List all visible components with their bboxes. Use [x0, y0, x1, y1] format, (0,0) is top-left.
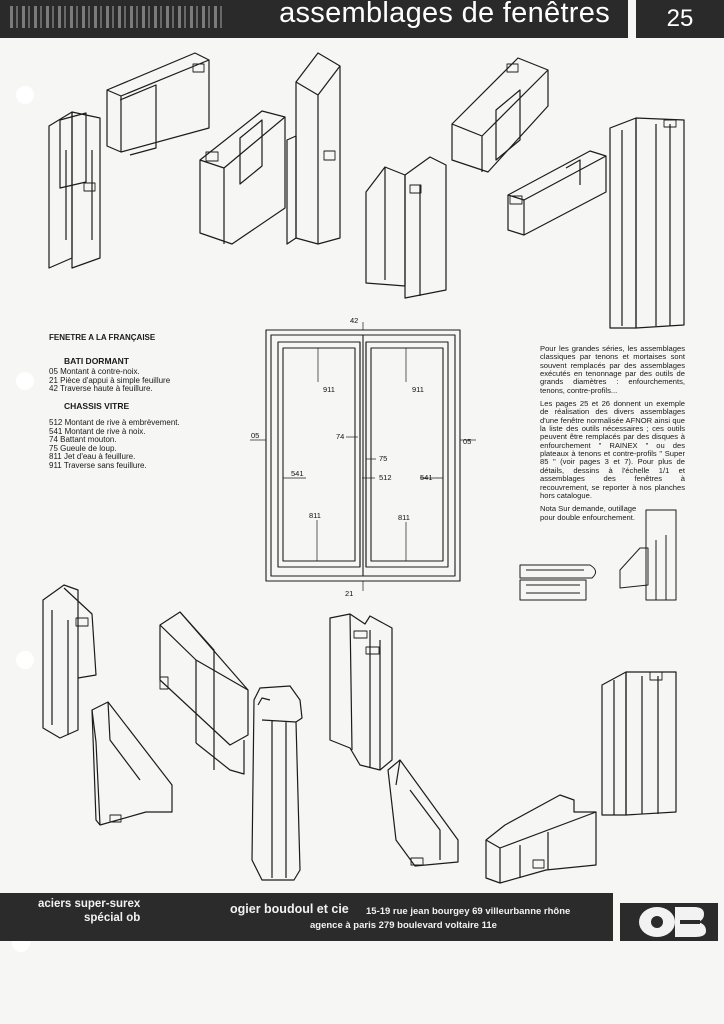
legend-item: 05 Montant à contre-noix. — [49, 367, 140, 376]
label-42: 42 — [350, 316, 358, 325]
binder-hole — [16, 86, 34, 104]
page-title: assemblages de fenêtres — [279, 0, 610, 29]
description-paragraph: Pour les grandes séries, les assemblages… — [540, 344, 685, 395]
footer-address: 15-19 rue jean bourgey 69 villeurbanne r… — [366, 906, 571, 917]
joint-drawing-8 — [485, 671, 677, 884]
footer-bar: aciers super-surex spécial ob ogier boud… — [0, 893, 613, 941]
label-811-left: 811 — [309, 511, 321, 520]
label-74: 74 — [336, 432, 344, 441]
footer-product-line: aciers super-surex — [38, 898, 141, 910]
legend-heading-bati: BATI DORMANT — [64, 355, 129, 366]
label-911-left: 911 — [323, 385, 335, 394]
legend-item: 21 Pièce d'appui à simple feuillure — [49, 375, 171, 385]
legend-item: 541 Montant de rive à noix. — [49, 426, 146, 436]
header-bar: assemblages de fenêtres — [0, 0, 628, 38]
label-541-left: 541 — [291, 469, 304, 478]
joint-drawing-3 — [365, 57, 549, 299]
joint-drawing-4 — [507, 117, 685, 329]
part-legend: FENETRE A LA FRANÇAISE BATI DORMANT 05 M… — [49, 333, 199, 470]
label-21: 21 — [345, 589, 353, 598]
header-texture — [10, 6, 225, 28]
footer-company: ogier boudoul et cie — [230, 902, 349, 916]
legend-item: 75 Gueule de loup. — [49, 443, 117, 453]
label-05-right: 05 — [463, 437, 471, 446]
label-512: 512 — [379, 473, 392, 482]
legend-item: 512 Montant de rive à embrèvement. — [49, 418, 180, 427]
description-note: Nota Sur demande, outillage pour double … — [540, 504, 637, 522]
page-number: 25 — [636, 0, 724, 38]
legend-heading-chassis: CHASSIS VITRE — [64, 400, 130, 411]
label-05-left: 05 — [251, 431, 259, 440]
joint-drawing-7 — [329, 613, 459, 867]
legend-item: 42 Traverse haute à feuillure. — [49, 384, 153, 393]
description-text: Pour les grandes séries, les assemblages… — [540, 344, 685, 527]
joint-drawing-5 — [42, 584, 173, 826]
footer-product-sub: spécial ob — [84, 912, 141, 924]
label-911-right: 911 — [412, 385, 424, 394]
diagram-labels: 42 21 05 05 911 911 74 75 541 512 541 81… — [251, 316, 471, 598]
binder-hole — [16, 651, 34, 669]
profile-section-drawings — [519, 509, 677, 601]
joint-drawing-6 — [159, 611, 303, 881]
joint-drawing-2 — [199, 52, 341, 245]
legend-item: 74 Battant mouton. — [49, 435, 117, 444]
legend-title: FENETRE A LA FRANÇAISE — [49, 333, 156, 342]
legend-item: 811 Jet d'eau à feuillure. — [49, 452, 136, 461]
label-541-right: 541 — [420, 473, 433, 482]
ob-logo-graphic — [639, 907, 706, 937]
legend-item: 911 Traverse sans feuillure. — [49, 460, 147, 470]
window-elevation-diagram — [250, 322, 476, 591]
footer-agency: agence à paris 279 boulevard voltaire 11… — [310, 920, 497, 931]
ob-logo-icon — [620, 903, 718, 941]
label-75: 75 — [379, 454, 387, 463]
description-paragraph: Les pages 25 et 26 donnent un exemple de… — [540, 399, 685, 500]
binder-hole — [16, 372, 34, 390]
label-811-right: 811 — [398, 513, 410, 522]
joint-drawing-1 — [48, 52, 210, 269]
